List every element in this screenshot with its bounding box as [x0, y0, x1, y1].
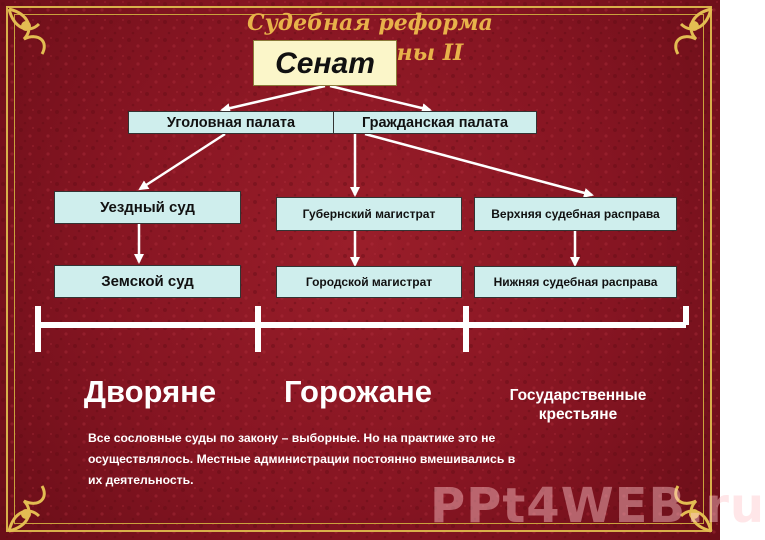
ornament-top-right-icon — [674, 7, 713, 55]
zemsky-court-box: Земской суд — [54, 265, 241, 298]
watermark-text: PPt4WEB.ru — [430, 478, 765, 534]
city-magistrate-box: Городской магистрат — [276, 266, 462, 298]
estate-townspeople-label: Горожане — [284, 374, 432, 409]
decorative-frame-inner — [14, 14, 704, 524]
slide-title: Судебная реформа ны II — [230, 8, 510, 68]
ornament-top-left-icon — [7, 7, 46, 55]
estate-bracket — [35, 306, 689, 352]
criminal-chamber-box: Уголовная палата — [128, 111, 334, 134]
upper-rasprava-box: Верхняя судебная расправа — [474, 197, 677, 231]
title-line-1: Судебная реформа — [247, 10, 493, 36]
arrow-criminal-uezd — [138, 132, 226, 191]
decorative-frame — [6, 6, 712, 532]
note-line-3: их деятельность. — [88, 473, 194, 487]
gubernia-magistrate-box: Губернский магистрат — [276, 197, 462, 231]
lower-rasprava-box: Нижняя судебная расправа — [474, 266, 677, 298]
note-line-2: осуществлялось. Местные администрации по… — [88, 452, 516, 466]
arrow-senate-criminal — [220, 84, 326, 114]
arrow-senate-civil — [329, 84, 432, 113]
arrow-civil-upper — [364, 132, 594, 198]
senate-box: Сенат — [253, 40, 397, 86]
state-peasants-line-2: крестьяне — [538, 406, 618, 423]
state-peasants-line-1: Государственные — [509, 387, 647, 404]
ornament-bottom-left-icon — [7, 485, 46, 533]
uezd-court-box: Уездный суд — [54, 191, 241, 224]
note-text: Все сословные суды по закону – выборные.… — [88, 428, 628, 491]
estate-state-peasants-label: Государственные крестьяне — [484, 386, 672, 424]
title-line-2: ны II — [396, 40, 464, 66]
connector-lines — [35, 84, 689, 352]
estate-nobles-label: Дворяне — [83, 374, 217, 409]
civil-chamber-box: Гражданская палата — [333, 111, 537, 134]
ornament-bottom-right-icon — [674, 485, 713, 533]
note-line-1: Все сословные суды по закону – выборные.… — [88, 431, 496, 445]
